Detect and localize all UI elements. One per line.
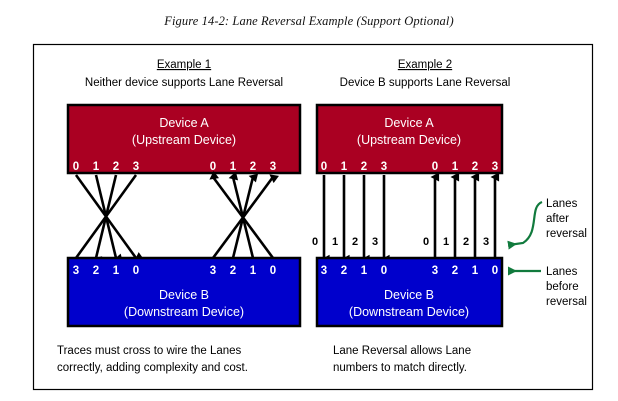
- example-2-device-b-lane-l3: 0: [381, 265, 387, 277]
- example-2-mid-lane-r1: 1: [443, 236, 449, 248]
- example-2-device-a-lane-r3: 3: [492, 161, 498, 173]
- annotation-before-line2: before: [546, 281, 579, 293]
- example-1-device-b-lane-r0: 3: [210, 265, 216, 277]
- example-2-device-b-line1: Device B: [384, 288, 434, 302]
- example-2-device-b-lane-r1: 2: [452, 265, 458, 277]
- example-2-device-a-line2: (Upstream Device): [357, 133, 461, 147]
- example-1-device-b-lane-r3: 0: [270, 265, 276, 277]
- annotation-after-line3: reversal: [546, 228, 587, 240]
- example-2-device-a-box: [315, 103, 504, 175]
- example-2-mid-lane-l1: 1: [332, 236, 338, 248]
- example-2-mid-lane-r3: 3: [483, 236, 489, 248]
- figure-frame: [32, 43, 594, 391]
- example-2-mid-lane-r2: 2: [463, 236, 469, 248]
- example-2-mid-lane-l3: 3: [372, 236, 378, 248]
- curved-arrow-icon: [507, 200, 543, 250]
- example-2-device-a-lane-l1: 1: [341, 161, 348, 173]
- example-2-device-b-line2: (Downstream Device): [349, 305, 469, 319]
- annotation-after-line2: after: [546, 213, 569, 225]
- annotation-lanes-before-reversal: Lanes before reversal: [508, 266, 587, 308]
- example-2-footnote-line2: numbers to match directly.: [333, 362, 467, 374]
- example-1-device-a-lane-l3: 3: [133, 161, 139, 173]
- example-1-crossed-wires-left: [74, 174, 143, 264]
- example-2-device-b-lane-l1: 2: [341, 265, 347, 277]
- example-2-device-a-lane-r0: 0: [432, 161, 438, 173]
- example-1-device-a-lane-l2: 2: [113, 161, 119, 173]
- example-1-device-b-line2: (Downstream Device): [124, 305, 244, 319]
- example-2-mid-lane-l2: 2: [352, 236, 358, 248]
- example-1-group: Example 1 Neither device supports Lane R…: [57, 59, 302, 374]
- example-1-crossed-wires-right: [209, 170, 279, 259]
- example-1-device-b-lane-l0: 3: [73, 265, 79, 277]
- example-2-device-b-box: [315, 256, 504, 328]
- example-1-device-a-lane-r1: 1: [230, 161, 237, 173]
- example-1-device-a-line1: Device A: [159, 116, 209, 130]
- annotation-before-line1: Lanes: [546, 266, 578, 278]
- example-1-device-b-lane-l3: 0: [133, 265, 139, 277]
- example-2-device-a-line1: Device A: [384, 116, 434, 130]
- example-2-device-a-lane-r2: 2: [472, 161, 478, 173]
- example-2-mid-lane-r0: 0: [423, 236, 429, 248]
- example-2-device-b-lane-r0: 3: [432, 265, 438, 277]
- example-2-title: Example 2: [398, 59, 452, 71]
- example-2-device-b-lane-l0: 3: [321, 265, 327, 277]
- figure-caption: Figure 14-2: Lane Reversal Example (Supp…: [164, 14, 454, 28]
- example-1-device-b-lane-r2: 1: [250, 265, 257, 277]
- example-2-device-a-lane-l0: 0: [321, 161, 327, 173]
- annotation-lanes-after-reversal: Lanes after reversal: [507, 198, 587, 250]
- example-1-device-a-lane-r2: 2: [250, 161, 256, 173]
- example-2-subtitle: Device B supports Lane Reversal: [340, 77, 511, 89]
- example-1-device-a-lane-l0: 0: [73, 161, 79, 173]
- example-1-title: Example 1: [157, 59, 211, 71]
- example-1-footnote-line2: correctly, adding complexity and cost.: [57, 362, 248, 374]
- example-1-device-b-lane-l2: 1: [113, 265, 120, 277]
- example-2-device-a-lane-r1: 1: [452, 161, 459, 173]
- example-2-device-b-lane-r3: 0: [492, 265, 498, 277]
- example-2-straight-wires-left: [322, 175, 390, 262]
- example-1-device-a-lane-r3: 3: [270, 161, 276, 173]
- example-1-device-a-lane-r0: 0: [210, 161, 216, 173]
- example-1-device-a-line2: (Upstream Device): [132, 133, 236, 147]
- example-1-device-b-lane-l1: 2: [93, 265, 99, 277]
- example-2-footnote-line1: Lane Reversal allows Lane: [333, 345, 471, 357]
- example-1-subtitle: Neither device supports Lane Reversal: [85, 77, 283, 89]
- example-2-straight-wires-right: [430, 172, 500, 258]
- example-1-device-a-box: [66, 103, 302, 175]
- annotation-before-line3: reversal: [546, 296, 587, 308]
- example-1-device-b-line1: Device B: [159, 288, 209, 302]
- annotation-after-line1: Lanes: [546, 198, 578, 210]
- example-2-device-a-lane-l3: 3: [381, 161, 387, 173]
- example-1-device-a-lane-l1: 1: [93, 161, 100, 173]
- example-2-device-b-lane-r2: 1: [472, 265, 479, 277]
- example-2-group: Example 2 Device B supports Lane Reversa…: [312, 59, 510, 374]
- example-1-footnote-line1: Traces must cross to wire the Lanes: [57, 345, 242, 357]
- example-2-device-b-lane-l2: 1: [361, 265, 368, 277]
- example-1-device-b-lane-r1: 2: [230, 265, 236, 277]
- example-2-device-a-lane-l2: 2: [361, 161, 367, 173]
- example-2-mid-lane-l0: 0: [312, 236, 318, 248]
- example-1-device-b-box: [66, 256, 302, 328]
